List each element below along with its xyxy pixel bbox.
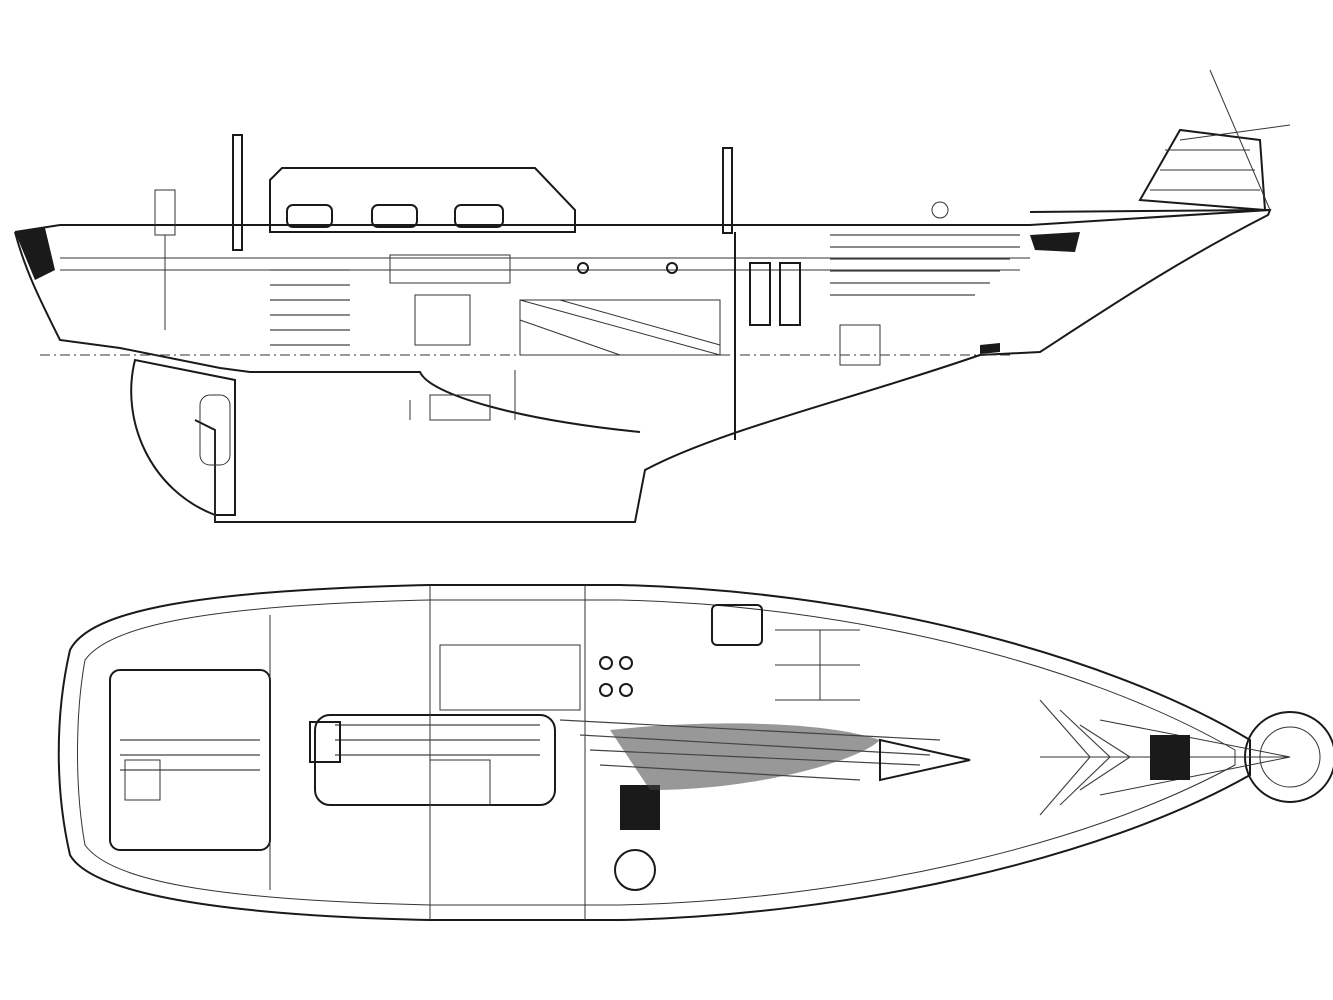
cockpit-plan	[109, 669, 271, 851]
hull-profile	[14, 208, 1272, 523]
interior-profile	[154, 189, 1020, 421]
saloon-plan	[269, 585, 971, 920]
rudder	[130, 358, 236, 516]
bow-plan	[1039, 699, 1190, 816]
plan-view	[57, 584, 1333, 921]
mast-stubs	[232, 134, 736, 440]
cabin-trunk	[269, 167, 576, 233]
stern-and-bow-fittings	[15, 69, 1291, 354]
profile-view	[14, 69, 1291, 523]
